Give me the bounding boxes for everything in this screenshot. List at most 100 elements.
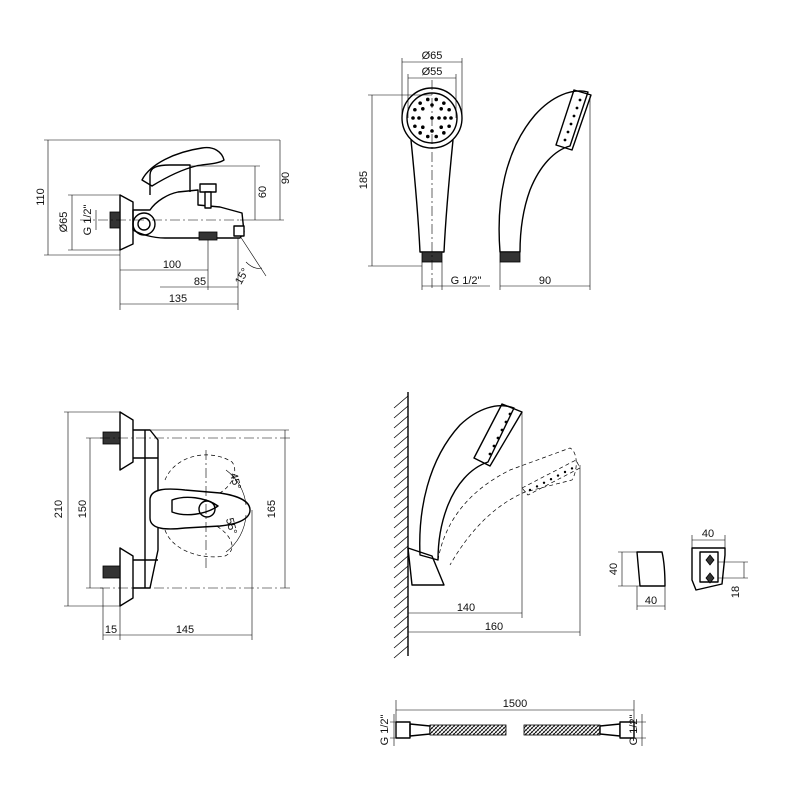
- mixer-side-dim-135: 135: [169, 293, 187, 305]
- wall-hatch-line: [393, 435, 409, 449]
- mixer-side-lever: [141, 146, 225, 187]
- shower-front-nozzle: [442, 101, 446, 105]
- shower-front-nozzle: [439, 107, 443, 111]
- holder-shower-face-hole: [500, 428, 504, 432]
- mixer-side-flange: [119, 194, 134, 251]
- bracket-views: 40 40 40 18: [608, 528, 748, 610]
- bracket-front-shape: [691, 547, 726, 591]
- holder-ghost-face-holes: [528, 467, 574, 492]
- holder-shower-solid: [419, 405, 515, 561]
- mixer-top-lever-hub: [198, 500, 216, 518]
- mixer-top-dim-15: 15: [105, 624, 117, 636]
- shower-side-face-hole: [575, 106, 579, 110]
- wall-hatch-line: [393, 475, 409, 489]
- mixer-top-dim-145: 145: [176, 624, 194, 636]
- holder-assembly-view: 140 160: [393, 392, 581, 659]
- bracket-front-screw-lower: [705, 572, 715, 584]
- wall-hatch-line: [393, 545, 409, 559]
- holder-dim-140: 140: [457, 602, 475, 614]
- mixer-side-diverter: [199, 183, 217, 193]
- bracket-side-shape: [636, 551, 666, 587]
- shower-front-nozzle: [434, 134, 439, 139]
- wall-hatch-line: [393, 465, 409, 479]
- wall-hatch-line: [393, 605, 409, 619]
- mixer-side-dim-thread: G 1/2": [82, 205, 94, 236]
- hose-right-cone: [599, 723, 621, 737]
- mixer-side-diverter-stem: [204, 191, 212, 209]
- wall-hatch-line: [393, 515, 409, 529]
- shower-front-dim-55: Ø55: [422, 66, 443, 78]
- mixer-top-lever-ghost-upper: [164, 454, 236, 498]
- wall-hatch-line: [393, 565, 409, 579]
- mixer-top-angle-45: 45°: [227, 472, 243, 491]
- shower-side-face-hole: [563, 138, 567, 142]
- bracket-dim-40-left: 40: [608, 563, 620, 575]
- bracket-dim-40-bottom: 40: [645, 595, 657, 607]
- shower-front-nozzle: [418, 101, 422, 105]
- mixer-side-ring-inner: [137, 217, 151, 231]
- holder-shower-face-hole: [496, 436, 500, 440]
- hose-left-cone: [409, 723, 431, 737]
- wall-hatch-line: [393, 625, 409, 639]
- shower-side-face-hole: [569, 122, 573, 126]
- mixer-side-dim-110: 110: [35, 188, 47, 206]
- holder-dim-160: 160: [485, 621, 503, 633]
- holder-body: [407, 547, 445, 586]
- shower-side-face-hole: [566, 130, 570, 134]
- shower-front-view: Ø65 Ø55 185 G 1/2": [358, 50, 490, 290]
- wall-hatch-line: [393, 445, 409, 459]
- mixer-top-dim-150: 150: [77, 500, 89, 518]
- holder-shower-face-hole: [504, 420, 508, 424]
- holder-ghost-face-hole: [535, 485, 539, 488]
- shower-front-dim-65: Ø65: [422, 50, 443, 62]
- mixer-top-angle-55: 55°: [223, 517, 239, 536]
- shower-front-nozzle: [443, 116, 447, 120]
- holder-ghost-face-hole: [549, 478, 553, 481]
- shower-front-nozzle: [411, 116, 415, 120]
- mixer-side-outlet: [198, 231, 218, 241]
- mixer-side-dim-100: 100: [163, 259, 181, 271]
- mixer-top-dim-210: 210: [53, 500, 65, 518]
- wall-hatch-line: [393, 455, 409, 469]
- wall-hatch-line: [393, 595, 409, 609]
- shower-front-nozzle: [417, 116, 421, 120]
- hose-dim-1500: 1500: [503, 698, 527, 710]
- wall-hatch-line: [393, 585, 409, 599]
- mixer-side-dim-60: 60: [257, 186, 269, 198]
- mixer-top-thread-lower: [102, 565, 121, 579]
- holder-ghost-face-hole: [556, 474, 560, 477]
- shower-front-nozzle: [447, 107, 451, 112]
- hose-right-body: [523, 724, 601, 736]
- holder-shower-face: [473, 403, 523, 467]
- shower-side-face-holes: [563, 98, 582, 142]
- wall-hatch-line: [393, 425, 409, 439]
- hose-view: 1500 G 1/2" G 1/2": [379, 698, 646, 746]
- bracket-front-screw-upper: [705, 554, 715, 566]
- shower-side-body: [498, 90, 589, 253]
- shower-front-nozzle: [442, 131, 446, 135]
- wall-hatch-line: [393, 495, 409, 509]
- hose-dim-thread-left: G 1/2": [379, 715, 391, 746]
- holder-ghost-face-hole: [563, 470, 567, 474]
- shower-front-nozzles: [411, 97, 453, 139]
- mixer-side-dim-65: Ø65: [58, 212, 70, 233]
- mixer-side-angle: 15°: [233, 266, 252, 286]
- shower-front-nozzle: [447, 124, 451, 129]
- shower-front-nozzle: [437, 116, 441, 120]
- shower-front-nozzle: [439, 125, 443, 129]
- shower-front-dim-185: 185: [358, 171, 370, 189]
- mixer-side-ring: [132, 212, 156, 236]
- hose-dim-thread-right: G 1/2": [628, 715, 640, 746]
- wall-hatch-line: [393, 645, 409, 659]
- holder-ghost-face-hole: [570, 467, 574, 470]
- holder-shower-face-hole: [492, 444, 496, 448]
- wall-hatch-line: [393, 525, 409, 539]
- holder-shower-face-hole: [488, 452, 492, 456]
- mixer-side-spout-end: [233, 225, 245, 237]
- holder-shower-ghost: [437, 447, 577, 566]
- shower-front-nozzle: [421, 125, 425, 129]
- shower-side-face: [555, 89, 592, 151]
- holder-shower-face-hole: [508, 412, 512, 416]
- wall-hatch-line: [393, 405, 409, 419]
